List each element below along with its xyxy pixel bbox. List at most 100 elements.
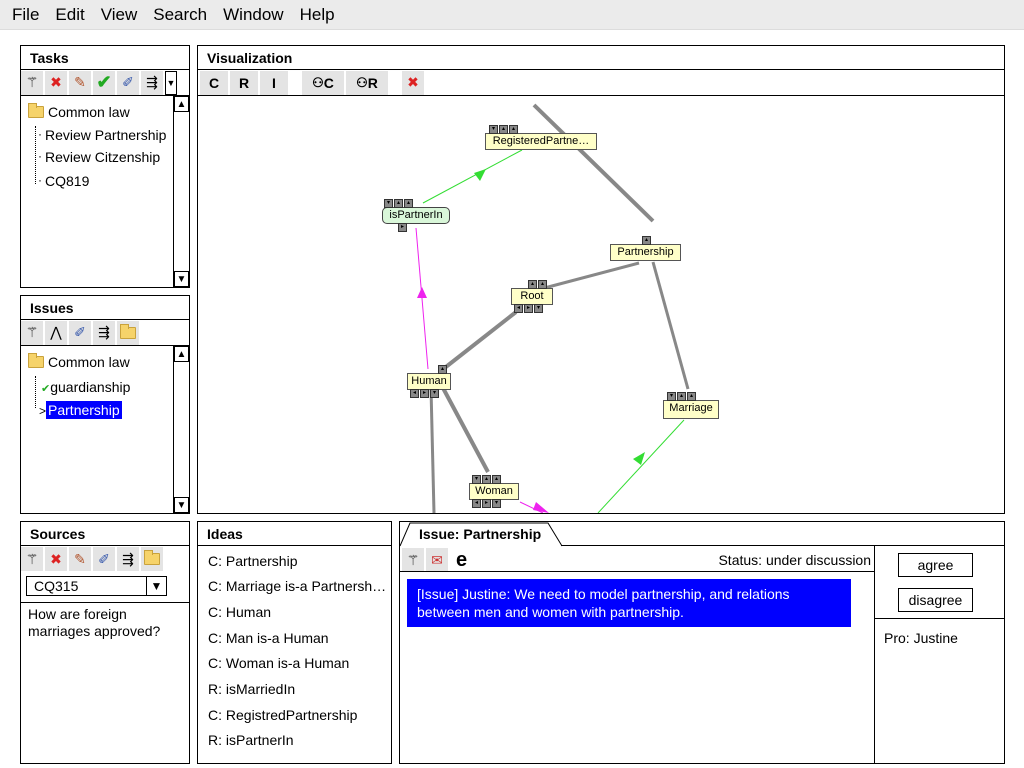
issues-root[interactable]: Common law	[28, 353, 130, 370]
task-item[interactable]: CQ819	[45, 173, 90, 189]
node-control-icon: ▾	[430, 389, 439, 398]
node-control-icon: ▴	[492, 475, 501, 484]
folder-icon	[28, 103, 44, 118]
menu-search[interactable]: Search	[153, 4, 208, 24]
tasks-panel: Tasks ⚚ ✖ ✎ ✔ ✐ ⇶ ▼ Common law Review Pa…	[20, 45, 190, 288]
scroll-down-icon[interactable]: ▼	[174, 271, 189, 287]
relation-tree-button[interactable]: ⚇R	[346, 70, 388, 95]
agree-button[interactable]: agree	[898, 553, 973, 577]
menu-window[interactable]: Window	[223, 4, 284, 24]
edge	[651, 261, 690, 390]
node-registered-partnership[interactable]: RegisteredPartne…	[485, 133, 597, 150]
add-folder-icon[interactable]	[117, 320, 139, 345]
issue-tab-shape	[400, 522, 563, 547]
issues-scrollbar[interactable]: ▲ ▼	[173, 346, 189, 513]
pencil-icon[interactable]: ✎	[69, 547, 91, 571]
issue-item-guardianship[interactable]: ✔guardianship	[41, 379, 131, 395]
issue-item-partnership[interactable]: >Partnership	[39, 401, 122, 419]
node-control-icon: ▴	[438, 365, 447, 374]
chevron-down-icon[interactable]: ▼	[146, 577, 166, 595]
node-control-icon: ▸	[482, 499, 491, 508]
disagree-button[interactable]: disagree	[898, 588, 973, 612]
magic-wand-icon[interactable]: ⚚	[21, 547, 43, 571]
edge	[440, 310, 518, 372]
arrow-icon: >	[39, 404, 47, 418]
issue-text[interactable]: [Issue] Justine: We need to model partne…	[407, 579, 851, 627]
concept-button[interactable]: C	[200, 70, 228, 95]
magic-wand-icon[interactable]: ⚚	[21, 70, 43, 95]
node-controls[interactable]: ▸	[398, 223, 408, 232]
node-control-icon: ◂	[514, 304, 523, 313]
node-controls[interactable]: ◂▸▾	[472, 499, 502, 508]
visualization-title: Visualization	[198, 46, 1004, 70]
node-controls[interactable]: ▴	[642, 236, 652, 245]
node-controls[interactable]: ▴▴	[528, 280, 548, 289]
node-root[interactable]: Root	[511, 288, 553, 305]
add-note-icon[interactable]: ✉	[426, 548, 448, 572]
menu-file[interactable]: File	[12, 4, 40, 24]
scroll-down-icon[interactable]: ▼	[174, 497, 189, 513]
scroll-up-icon[interactable]: ▲	[174, 346, 189, 362]
magic-wand-icon[interactable]: ⚚	[21, 320, 43, 345]
edge-green	[422, 149, 523, 204]
node-controls[interactable]: ◂▸▾	[410, 389, 440, 398]
issue-tab-underline	[561, 545, 1004, 546]
delete-icon[interactable]: ✖	[402, 70, 424, 95]
tasks-title: Tasks	[21, 46, 189, 70]
node-controls[interactable]: ▾▴▴	[472, 475, 502, 484]
issue-tab[interactable]: Issue: Partnership	[419, 526, 542, 542]
idea-item[interactable]: R: isPartnerIn	[208, 732, 294, 748]
node-partnership[interactable]: Partnership	[610, 244, 681, 261]
task-item[interactable]: Review Partnership	[45, 127, 167, 143]
tasks-root[interactable]: Common law	[28, 103, 130, 120]
task-item[interactable]: Review Citzenship	[45, 149, 161, 165]
e-button[interactable]: e	[456, 549, 468, 571]
delete-icon[interactable]: ✖	[45, 70, 67, 95]
node-control-icon: ▴	[677, 392, 686, 401]
brush-icon[interactable]: ✐	[69, 320, 91, 345]
menu-help[interactable]: Help	[299, 4, 335, 24]
instance-button[interactable]: I	[260, 70, 288, 95]
node-controls[interactable]: ▴	[438, 365, 448, 374]
node-human[interactable]: Human	[407, 373, 451, 390]
node-control-icon: ▴	[499, 125, 508, 134]
delete-icon[interactable]: ✖	[45, 547, 67, 571]
idea-item[interactable]: C: Partnership	[208, 553, 298, 569]
node-marriage[interactable]: Marriage	[663, 400, 719, 419]
node-is-partner-in[interactable]: isPartnerIn	[382, 207, 450, 224]
source-select[interactable]: CQ315 ▼	[26, 576, 167, 596]
node-controls[interactable]: ▾▴▴	[384, 199, 414, 208]
arrow-head	[474, 169, 486, 181]
node-control-icon: ▴	[509, 125, 518, 134]
brush-icon[interactable]: ✐	[117, 70, 139, 95]
node-control-icon: ▾	[492, 499, 501, 508]
node-control-icon: ▸	[420, 389, 429, 398]
tasks-scrollbar[interactable]: ▲ ▼	[173, 96, 189, 287]
dropdown-icon[interactable]: ▼	[165, 70, 177, 95]
relation-button[interactable]: R	[230, 70, 258, 95]
magic-wand-icon[interactable]: ⚚	[402, 548, 424, 572]
menu-edit[interactable]: Edit	[55, 4, 85, 24]
idea-item[interactable]: C: Woman is-a Human	[208, 655, 350, 671]
node-controls[interactable]: ◂▸▾	[514, 304, 544, 313]
menu-view[interactable]: View	[100, 4, 138, 24]
move-arrows-icon[interactable]: ⇶	[117, 547, 139, 571]
idea-item[interactable]: R: isMarriedIn	[208, 681, 296, 697]
move-arrows-icon[interactable]: ⇶	[141, 70, 163, 95]
idea-item[interactable]: C: Man is-a Human	[208, 630, 329, 646]
node-woman[interactable]: Woman	[469, 483, 519, 500]
split-icon[interactable]: ⋀	[45, 320, 67, 345]
add-folder-icon[interactable]	[141, 547, 163, 571]
idea-item[interactable]: C: RegistredPartnership	[208, 707, 358, 723]
scroll-up-icon[interactable]: ▲	[174, 96, 189, 112]
check-icon[interactable]: ✔	[93, 70, 115, 95]
move-arrows-icon[interactable]: ⇶	[93, 320, 115, 345]
idea-item[interactable]: C: Human	[208, 604, 272, 620]
concept-tree-button[interactable]: ⚇C	[302, 70, 344, 95]
pencil-icon[interactable]: ✎	[69, 70, 91, 95]
brush-icon[interactable]: ✐	[93, 547, 115, 571]
node-controls[interactable]: ▾▴▴	[489, 125, 519, 134]
idea-item[interactable]: C: Marriage is-a Partnersh…	[208, 578, 387, 594]
node-controls[interactable]: ▾▴▴	[667, 392, 697, 401]
node-control-icon: ▴	[642, 236, 651, 245]
